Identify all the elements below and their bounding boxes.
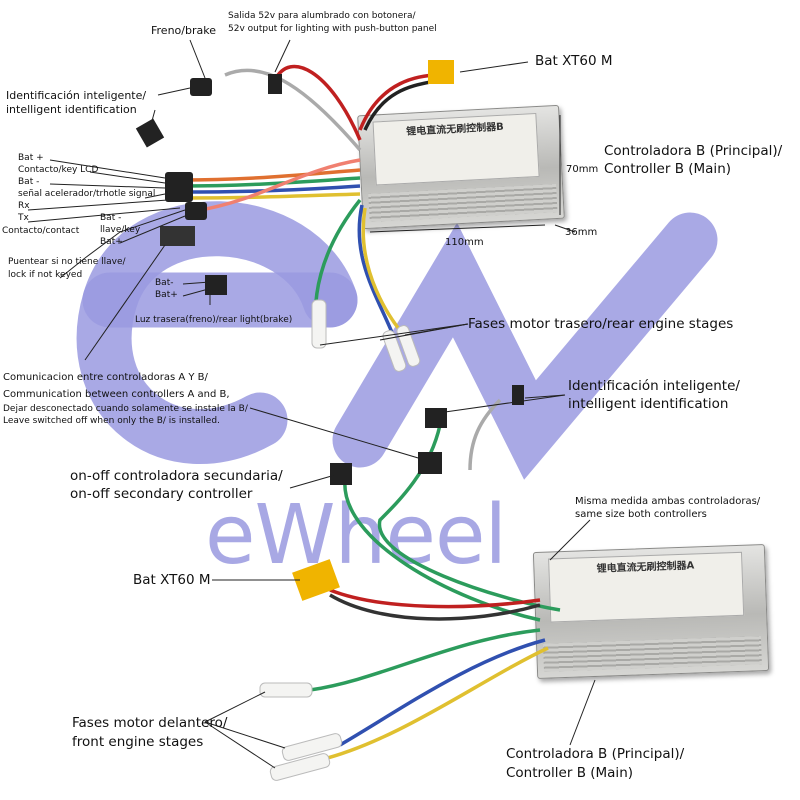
label-light-bat-plus: Bat+ <box>155 290 178 300</box>
ewheel-watermark: eWheel <box>205 488 507 583</box>
label-contact: Contacto/contact <box>2 226 80 236</box>
label-dim-depth: 36mm <box>565 227 598 238</box>
label-smart-id2-es: Identificación inteligente/ <box>568 378 740 394</box>
label-key: llave/key <box>100 225 141 235</box>
label-dim-width: 110mm <box>445 237 484 248</box>
label-smart-id2-en: intelligent identification <box>568 396 729 412</box>
label-light-output-en: 52v output for lighting with push-button… <box>228 24 437 34</box>
label-bat-minus: Bat - <box>18 177 40 187</box>
label-controller-main-bottom-1: Controladora B (Principal)/ <box>506 746 685 762</box>
label-bat-plus: Bat + <box>18 153 44 163</box>
label-smart-id-es: Identificación inteligente/ <box>6 89 147 102</box>
label-bat-xt60-top: Bat XT60 M <box>535 53 613 69</box>
label-front-phases-es: Fases motor delantero/ <box>72 715 228 731</box>
label-tx: Tx <box>18 213 29 223</box>
label-dim-height: 70mm <box>566 164 599 175</box>
label-onoff-en: on-off secondary controller <box>70 486 253 502</box>
label-bat-xt60-bottom: Bat XT60 M <box>133 572 211 588</box>
label-throttle-signal: señal acelerador/trhotle signal <box>18 189 156 199</box>
label-bridge-es: Puentear si no tiene llave/ <box>8 257 126 267</box>
connectors <box>135 60 524 601</box>
label-comm-4: Leave switched off when only the B/ is i… <box>3 416 220 426</box>
label-comm-2: Communication between controllers A and … <box>3 389 230 400</box>
label-rear-phases: Fases motor trasero/rear engine stages <box>468 316 734 332</box>
label-front-phases-en: front engine stages <box>72 734 204 750</box>
label-controller-main-top-2: Controller B (Main) <box>604 161 732 177</box>
label-light-bat-minus: Bat- <box>155 278 174 288</box>
label-comm-3: Dejar desconectado cuando solamente se i… <box>3 404 248 414</box>
label-controller-main-top-1: Controladora B (Principal)/ <box>604 143 783 159</box>
label-light-output-es: Salida 52v para alumbrado con botonera/ <box>228 11 416 21</box>
label-brake: Freno/brake <box>151 24 216 37</box>
xt60-connector-bottom <box>292 559 340 601</box>
label-controller-main-bottom-2: Controller B (Main) <box>506 765 634 781</box>
label-comm-1: Comunicacion entre controladoras A Y B/ <box>3 372 208 383</box>
label-same-size-es: Misma medida ambas controladoras/ <box>575 496 761 507</box>
label-smart-id-en: intelligent identification <box>6 103 137 116</box>
label-bridge-en: lock if not keyed <box>8 270 83 280</box>
label-rear-light: Luz trasera(freno)/rear light(brake) <box>135 315 293 325</box>
label-rx: Rx <box>18 201 30 211</box>
label-key-bat-minus: Bat - <box>100 213 122 223</box>
xt60-connector-top <box>428 60 454 84</box>
label-key-bat-plus: Bat+ <box>100 237 123 247</box>
label-key-lcd: Contacto/key LCD <box>18 165 99 175</box>
label-same-size-en: same size both controllers <box>575 509 707 520</box>
label-onoff-es: on-off controladora secundaria/ <box>70 468 283 484</box>
